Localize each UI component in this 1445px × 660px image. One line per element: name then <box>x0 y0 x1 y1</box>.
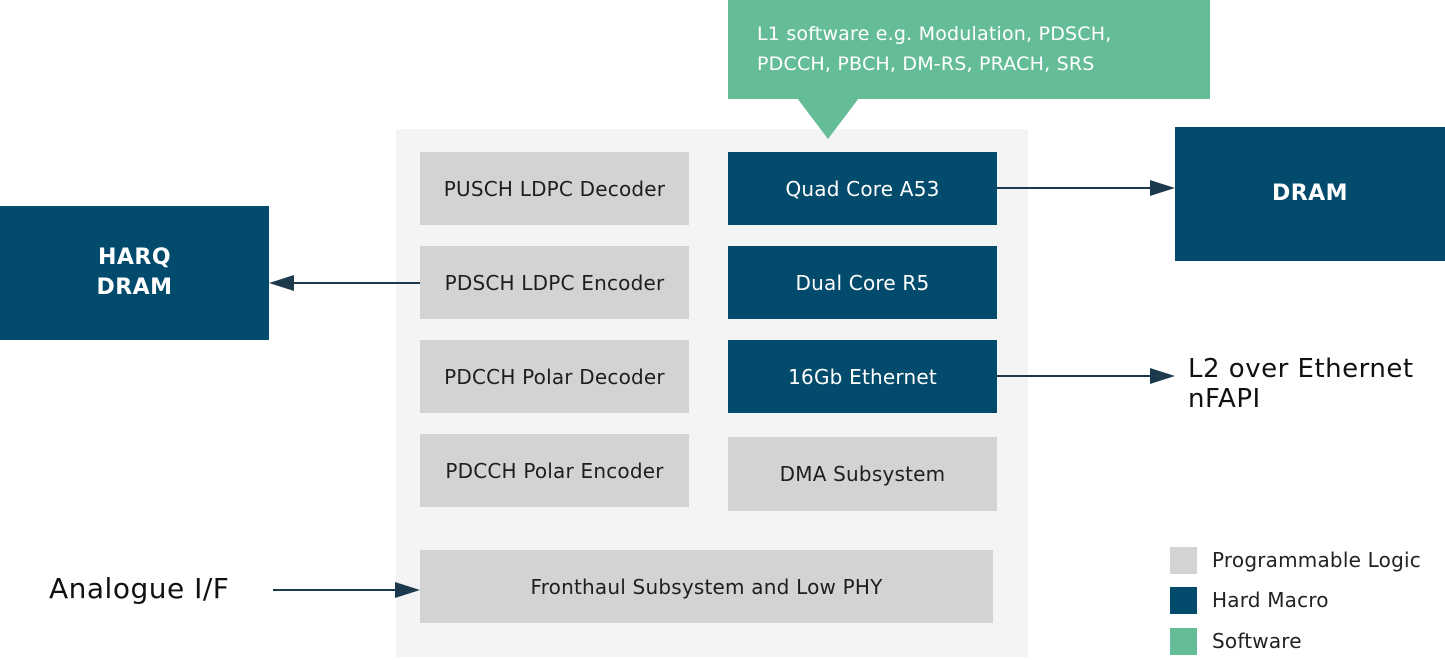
callout-line-2: PDCCH, PBCH, DM-RS, PRACH, SRS <box>757 53 1095 75</box>
legend-label-programmable-logic: Programmable Logic <box>1212 548 1421 572</box>
encoder-to-harq-arrowhead <box>269 275 294 291</box>
ethernet-16gb-block: 16Gb Ethernet <box>728 340 997 413</box>
legend-swatch-programmable-logic <box>1170 547 1197 574</box>
fronthaul-label: Fronthaul Subsystem and Low PHY <box>530 574 883 599</box>
dual-core-r5-label: Dual Core R5 <box>795 270 930 295</box>
dma-subsystem-label: DMA Subsystem <box>779 462 946 486</box>
analogue-to-fronthaul-arrowhead <box>395 582 420 598</box>
pdcch-polar-decoder-block: PDCCH Polar Decoder <box>420 340 689 413</box>
analogue-if-label: Analogue I/F <box>49 572 230 605</box>
ethernet-16gb-label: 16Gb Ethernet <box>788 364 937 389</box>
software-callout: L1 software e.g. Modulation, PDSCH, PDCC… <box>728 0 1210 99</box>
harq-dram-line-1: HARQ <box>97 245 172 270</box>
quad-core-a53-label: Quad Core A53 <box>785 176 940 201</box>
dual-core-r5-block: Dual Core R5 <box>728 246 997 319</box>
pdcch-polar-decoder-label: PDCCH Polar Decoder <box>444 364 665 389</box>
a53-to-dram-arrowhead <box>1150 180 1175 196</box>
dram-block: DRAM <box>1175 127 1445 261</box>
pdcch-polar-encoder-label: PDCCH Polar Encoder <box>445 458 664 483</box>
ethernet-to-l2-arrowhead <box>1150 368 1175 384</box>
legend-swatch-software <box>1170 628 1197 655</box>
callout-pointer <box>797 98 859 139</box>
fronthaul-block: Fronthaul Subsystem and Low PHY <box>420 550 993 623</box>
quad-core-a53-block: Quad Core A53 <box>728 152 997 225</box>
dma-subsystem-block: DMA Subsystem <box>728 437 997 511</box>
harq-dram-line-2: DRAM <box>96 275 173 300</box>
pdsch-ldpc-encoder-label: PDSCH LDPC Encoder <box>444 270 665 295</box>
pdcch-polar-encoder-block: PDCCH Polar Encoder <box>420 434 689 507</box>
pusch-ldpc-decoder-label: PUSCH LDPC Decoder <box>443 176 666 201</box>
legend-label-software: Software <box>1212 629 1302 653</box>
legend-label-hard-macro: Hard Macro <box>1212 588 1329 612</box>
l2-ethernet-line-2: nFAPI <box>1188 384 1261 414</box>
pusch-ldpc-decoder-block: PUSCH LDPC Decoder <box>420 152 689 225</box>
l2-ethernet-line-1: L2 over Ethernet <box>1188 354 1414 384</box>
callout-line-1: L1 software e.g. Modulation, PDSCH, <box>757 23 1112 45</box>
harq-dram-block: HARQ DRAM <box>0 206 269 340</box>
l2-ethernet-label: L2 over Ethernet nFAPI <box>1188 354 1414 414</box>
legend-swatch-hard-macro <box>1170 587 1197 614</box>
dram-label: DRAM <box>1271 181 1349 206</box>
pdsch-ldpc-encoder-block: PDSCH LDPC Encoder <box>420 246 689 319</box>
